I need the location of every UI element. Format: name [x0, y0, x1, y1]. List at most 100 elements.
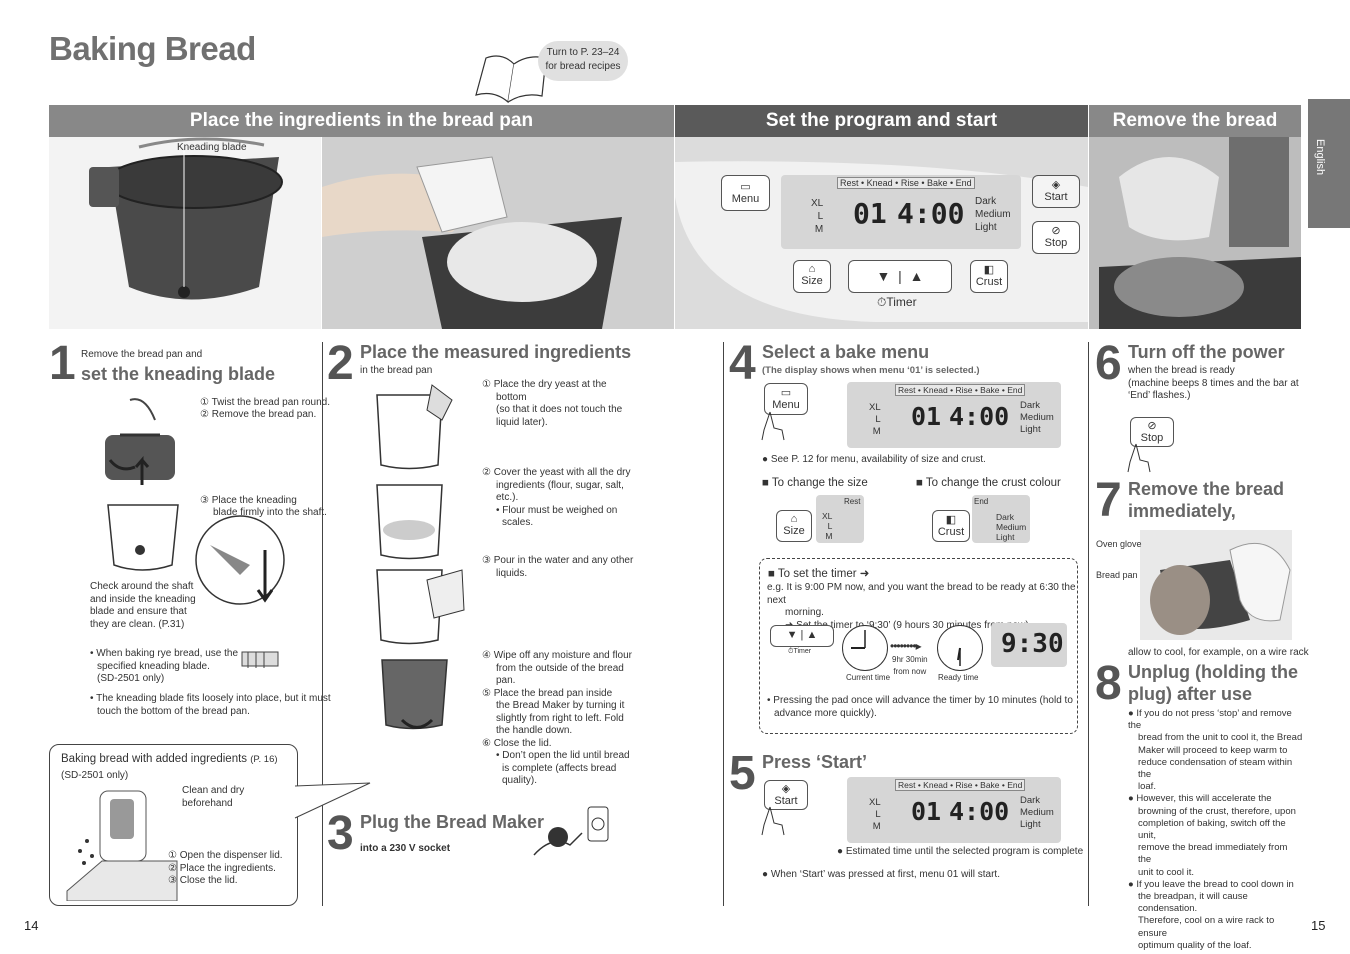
crust-light: Light	[975, 222, 997, 233]
menu-number: 01	[911, 797, 942, 826]
timer-buttons[interactable]: ▼ | ▲	[770, 625, 834, 647]
size-icon: ⌂	[790, 513, 798, 525]
press-note: • Pressing the pad once will advance the…	[767, 695, 1073, 720]
rye-blade-icon	[241, 651, 279, 668]
book-icon: ▭	[740, 181, 751, 193]
crust-dark: Dark	[996, 512, 1014, 522]
step2-line: ③ Pour in the water and any other	[482, 555, 634, 566]
crust-button-label: Crust	[937, 526, 965, 538]
rest-label: Rest	[844, 497, 861, 506]
step4-subtitle: (The display shows when menu ‘01’ is sel…	[762, 365, 980, 376]
start-button[interactable]: ◈ Start	[1032, 175, 1080, 208]
clock-icon: ⏱	[788, 648, 794, 655]
step3-heading: Plug the Bread Maker	[360, 812, 545, 832]
stop-button[interactable]: ⊘ Stop	[1130, 417, 1174, 447]
timer-up-button[interactable]: ▲	[909, 268, 924, 284]
step4-heading: Select a bake menu	[762, 342, 930, 362]
open-book-icon	[475, 55, 547, 104]
step7-heading: Remove the bread immediately,	[1128, 478, 1284, 522]
time-readout: 4:00	[949, 797, 1010, 826]
language-tab[interactable]: English	[1308, 99, 1350, 228]
stage-indicator: Rest • Knead • Rise • Bake • End	[895, 384, 1026, 396]
timer-box: ■ To set the timer ➜ e.g. It is 9:00 PM …	[759, 558, 1078, 734]
timer-lcd: 9:30	[991, 623, 1067, 667]
step-number: 6	[1095, 337, 1122, 390]
step6-heading: Turn off the power	[1128, 342, 1285, 362]
dispenser-step: ③ Close the lid.	[168, 875, 238, 886]
step1-instruction: ② Remove the bread pan.	[200, 409, 317, 420]
step2-line: ④ Wipe off any moisture and flour	[482, 650, 632, 661]
removing-bread-photo	[1089, 137, 1301, 329]
step7-heading-line: immediately,	[1128, 501, 1236, 521]
menu-button[interactable]: ▭ Menu	[764, 383, 808, 415]
bullet-line: the breadpan, it will cause condensation…	[1138, 891, 1248, 915]
bullet-line: However, this will accelerate the	[1136, 793, 1272, 805]
check-line: blade and ensure that	[90, 606, 187, 617]
size-l: L	[875, 809, 881, 820]
crust-dark: Dark	[1020, 795, 1041, 806]
size-xl: XL	[869, 402, 881, 413]
step2-block-b: ② Cover the yeast with all the dry ingre…	[482, 467, 630, 530]
column-divider	[322, 342, 323, 906]
step2-line: the Bread Maker by turning it	[496, 700, 625, 711]
crust-button[interactable]: ◧ Crust	[932, 510, 970, 542]
recipe-reference-bubble: Turn to P. 23–24 for bread recipes	[538, 41, 628, 81]
start-button[interactable]: ◈ Start	[764, 780, 808, 810]
size-m: M	[872, 821, 881, 832]
timer-small-text: Timer	[793, 648, 812, 655]
crust-icon: ◧	[945, 514, 957, 526]
book-icon: ▭	[780, 387, 792, 399]
timer-up-button[interactable]: ▲	[806, 629, 818, 641]
step2-line: scales.	[502, 517, 534, 528]
step6-text: when the bread is ready (machine beeps 8…	[1128, 365, 1299, 403]
timer-down-button[interactable]: ▼	[786, 629, 798, 641]
stop-button[interactable]: ⊘ Stop	[1032, 221, 1080, 254]
step2-line: liquids.	[496, 567, 528, 579]
crust-button[interactable]: ◧ Crust	[970, 260, 1008, 293]
crust-light: Light	[1020, 424, 1041, 435]
step2-line: etc.).	[496, 492, 519, 503]
plug-socket-illustration	[533, 806, 609, 856]
menu-number: 01	[853, 197, 887, 230]
section-bar-place: Place the ingredients in the bread pan	[49, 105, 674, 137]
stop-button-label: Stop	[1140, 432, 1164, 444]
step2-line: liquid later).	[496, 416, 548, 428]
crust-medium: Medium	[1020, 807, 1054, 818]
timer-buttons[interactable]: ▼ | ▲	[848, 260, 952, 293]
stop-icon: ⊘	[1051, 225, 1061, 237]
arrow-dots: ••••••••▸	[890, 639, 922, 653]
step8-bullet: ● However, this will accelerate the brow…	[1128, 793, 1303, 878]
size-button[interactable]: ⌂ Size	[776, 510, 812, 542]
step2-subtitle: in the bread pan	[360, 365, 433, 376]
size-button[interactable]: ⌂ Size	[793, 260, 831, 293]
step2-line: from the outside of the bread	[496, 662, 624, 674]
step7-heading-line: Remove the bread	[1128, 479, 1285, 499]
crust-button-label: Crust	[975, 276, 1003, 288]
change-size-label: ■ To change the size	[762, 477, 868, 489]
added-model: (SD-2501 only)	[61, 770, 129, 781]
press-line: • Pressing the pad once will advance the…	[767, 695, 1073, 706]
start-icon: ◈	[781, 783, 791, 795]
page-number-right: 15	[1311, 918, 1326, 933]
menu-button-label: Menu	[731, 193, 760, 205]
timer-example-line: morning.	[785, 607, 824, 618]
crust-dark: Dark	[975, 196, 997, 207]
bullet-line: Therefore, cool on a wire rack to ensure	[1138, 915, 1275, 939]
crust-icon: ◧	[983, 264, 995, 276]
step2-block-c: ③ Pour in the water and any other liquid…	[482, 555, 633, 580]
start-note: ● When ‘Start’ was pressed at first, men…	[762, 869, 1000, 880]
crust-medium: Medium	[996, 522, 1027, 532]
ready-time-clock	[937, 625, 983, 671]
menu-button[interactable]: ▭ Menu	[721, 175, 770, 211]
duration-line: 9hr 30min	[892, 655, 928, 664]
step5-heading: Press ‘Start’	[762, 752, 868, 772]
bullet-line: remove the bread immediately from the	[1138, 842, 1288, 866]
oven-glove-label: Oven glove	[1096, 539, 1142, 549]
timer-label: ⏱Timer	[877, 295, 917, 310]
bubble-line: for bread recipes	[545, 61, 621, 72]
ingredient-illustrations	[376, 384, 465, 730]
step2-line: ingredients (flour, sugar, salt,	[496, 479, 624, 491]
timer-down-button[interactable]: ▼	[876, 268, 891, 284]
timer-example-line: e.g. It is 9:00 PM now, and you want the…	[767, 582, 1076, 606]
duration-label: 9hr 30min from now	[892, 654, 928, 678]
